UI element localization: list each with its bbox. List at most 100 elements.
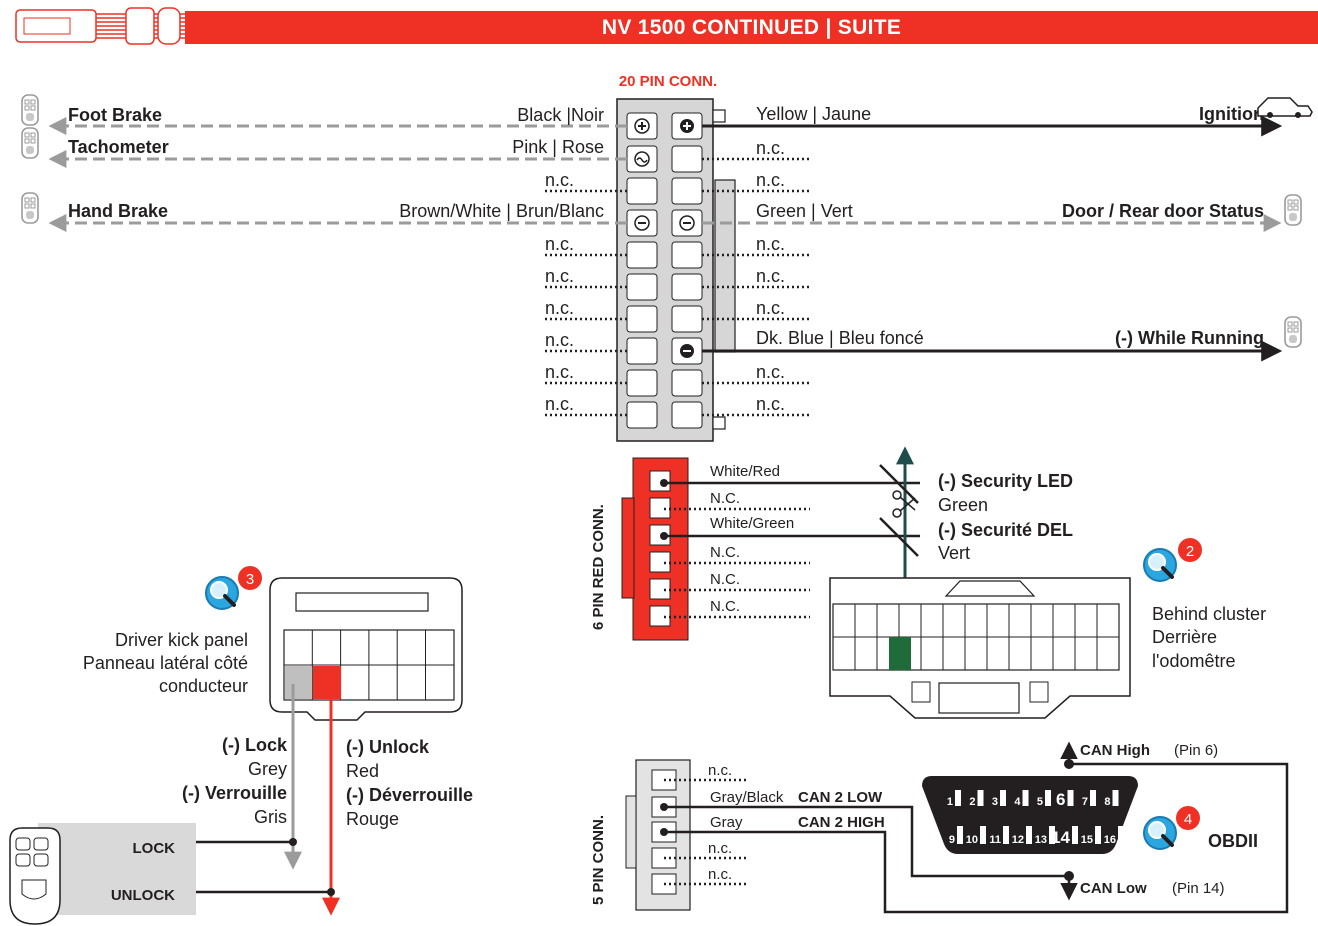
remote-icon — [21, 94, 39, 224]
obd-pin-number: 10 — [966, 834, 978, 846]
magnifier-icon: 4 — [1142, 806, 1200, 851]
conn5-wire3-func: CAN 2 HIGH — [798, 814, 885, 831]
obd-pin-number: 6 — [1056, 790, 1065, 809]
obd-pin-number: 15 — [1081, 834, 1093, 846]
scissors-icon — [892, 490, 916, 518]
car-icon — [1257, 97, 1313, 118]
lock-fr-label: (-) Verrouille — [182, 783, 287, 803]
obd-pin — [1067, 790, 1074, 806]
conn5-title: 5 PIN CONN. — [590, 815, 607, 905]
remote-lock-label: LOCK — [133, 840, 176, 857]
nc-left-6: n.c. — [545, 266, 574, 286]
magnifier-icon: 3 — [204, 566, 262, 611]
conn20-title: 20 PIN CONN. — [619, 73, 717, 90]
remote-icon — [1284, 316, 1302, 348]
conn5-nc-1: n.c. — [708, 762, 732, 779]
can-high-label: CAN High — [1080, 742, 1150, 759]
nc-right-7: n.c. — [756, 298, 785, 318]
obd-pin — [980, 826, 986, 844]
lock-label: (-) Lock — [222, 735, 288, 755]
conn6-wire5: N.C. — [710, 571, 740, 588]
nc-right-6: n.c. — [756, 266, 785, 286]
can-high-pin: (Pin 6) — [1174, 742, 1218, 759]
hand-brake-label: Hand Brake — [68, 201, 168, 221]
obd-pin — [1112, 790, 1119, 806]
conn5-wire2-func: CAN 2 LOW — [798, 789, 883, 806]
nc-right-9: n.c. — [756, 362, 785, 382]
conn5-nc-4: n.c. — [708, 840, 732, 857]
remote-unit — [9, 823, 196, 925]
unlock-color: Red — [346, 761, 379, 781]
door-label: Door / Rear door Status — [1062, 201, 1264, 221]
unlock-fr-label: (-) Déverrouille — [346, 785, 473, 805]
led-fr-color: Vert — [938, 543, 970, 563]
foot-brake-label: Foot Brake — [68, 105, 162, 125]
conn5-nc-5: n.c. — [708, 866, 732, 883]
obd-pin-number: 1 — [947, 796, 953, 808]
lock-fr-color: Gris — [254, 807, 287, 827]
obd-label: OBDII — [1208, 831, 1258, 851]
conn6-wire4: N.C. — [710, 544, 740, 561]
running-wire: Dk. Blue | Bleu foncé — [756, 328, 924, 348]
led-en-color: Green — [938, 495, 988, 515]
nc-right-10: n.c. — [756, 394, 785, 414]
obd-pin — [1003, 826, 1009, 844]
can-low-label: CAN Low — [1080, 880, 1147, 897]
nc-left-8: n.c. — [545, 330, 574, 350]
connector-5-pin — [625, 759, 691, 911]
obd-pin — [1095, 826, 1101, 844]
connector-20-pin — [616, 98, 736, 442]
obd-pin-number: 4 — [1014, 796, 1021, 808]
obd-pin — [955, 790, 961, 806]
kick-line3: conducteur — [159, 676, 248, 696]
obd-pin-number: 13 — [1035, 834, 1047, 846]
obd-pin — [977, 790, 984, 806]
led-fr-label: (-) Securité DEL — [938, 520, 1073, 540]
connector-6-pin — [621, 457, 689, 641]
obd-pin — [1090, 790, 1096, 806]
nc-right-2: n.c. — [756, 138, 785, 158]
conn6-title: 6 PIN RED CONN. — [590, 504, 607, 630]
led-en-label: (-) Security LED — [938, 471, 1073, 491]
conn6-wire6: N.C. — [710, 598, 740, 615]
nc-left-5: n.c. — [545, 234, 574, 254]
foot-brake-wire: Black |Noir — [517, 105, 604, 125]
obd-pin-number: 5 — [1037, 796, 1043, 808]
obd-pin-number: 16 — [1104, 834, 1116, 846]
conn6-wire2: N.C. — [710, 490, 740, 507]
can-low-pin: (Pin 14) — [1172, 880, 1225, 897]
running-label: (-) While Running — [1115, 328, 1264, 348]
conn6-wire1: White/Red — [710, 463, 780, 480]
obd-pin-number: 2 — [969, 796, 975, 808]
cluster-connector — [829, 577, 1131, 719]
kick-panel-connector — [269, 577, 463, 721]
kick-line2: Panneau latéral côté — [83, 653, 248, 673]
conn5-wire3: Gray — [710, 814, 743, 831]
nc-left-10: n.c. — [545, 394, 574, 414]
obd-pin — [1026, 826, 1032, 844]
nc-left-3: n.c. — [545, 170, 574, 190]
nc-right-5: n.c. — [756, 234, 785, 254]
obd-badge: 4 — [1184, 811, 1192, 828]
unlock-label: (-) Unlock — [346, 737, 430, 757]
magnifier-icon: 2 — [1142, 538, 1202, 583]
obd-pin-number: 14 — [1051, 828, 1070, 847]
kick-badge: 3 — [246, 571, 254, 588]
remote-unlock-label: UNLOCK — [111, 887, 175, 904]
obd-pin-number: 3 — [992, 796, 998, 808]
obd-pin — [1045, 790, 1051, 806]
conn5-wire2: Gray/Black — [710, 789, 784, 806]
door-wire: Green | Vert — [756, 201, 853, 221]
nc-left-9: n.c. — [545, 362, 574, 382]
cluster-line1: Behind cluster — [1152, 604, 1266, 624]
conn6-wire3: White/Green — [710, 515, 794, 532]
lock-color: Grey — [248, 759, 287, 779]
kick-line1: Driver kick panel — [115, 630, 248, 650]
unlock-fr-color: Rouge — [346, 809, 399, 829]
obd-pin — [957, 826, 963, 844]
cluster-badge: 2 — [1186, 543, 1194, 560]
tachometer-label: Tachometer — [68, 137, 169, 157]
